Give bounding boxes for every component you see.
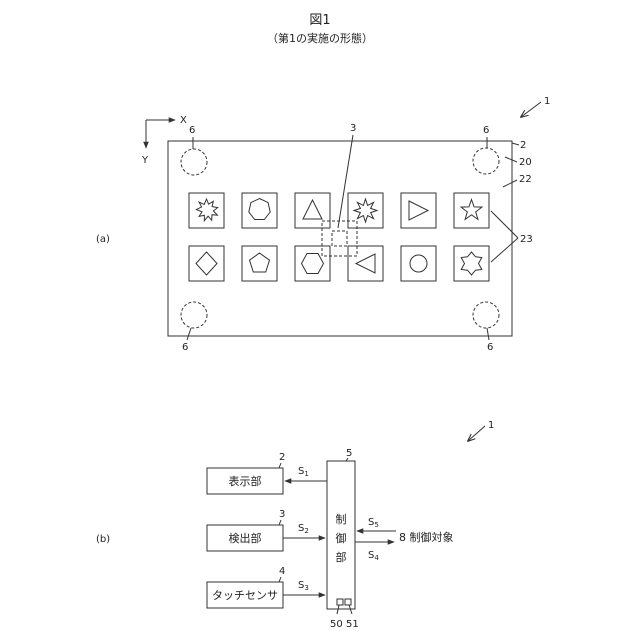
control-unit-char-2: 御	[336, 531, 347, 545]
control-unit-char-3: 部	[336, 550, 347, 564]
figure-subtitle: （第1の実施の形態）	[267, 31, 373, 45]
control-unit-char-1: 制	[336, 513, 347, 526]
triangle-right-icon	[409, 201, 428, 220]
ref-23: 23	[520, 234, 533, 245]
part-a-label: (a)	[96, 234, 110, 245]
detect-unit-label: 検出部	[229, 531, 262, 545]
ref-4-b: 4	[279, 566, 285, 577]
pentagon-icon	[250, 253, 270, 272]
ref-6-bottom-right: 6	[487, 342, 493, 353]
icon-button-triangle-up[interactable]	[295, 193, 330, 228]
eight-point-star-icon	[354, 199, 377, 222]
corner-mark-bottom-left	[181, 302, 207, 328]
ref-6-top-right: 6	[483, 125, 489, 136]
display-unit-label: 表示部	[229, 474, 262, 488]
ref-50: 50	[330, 619, 343, 630]
ref-1-b-arrow	[468, 426, 485, 441]
ref-5-b: 5	[346, 448, 352, 459]
ref-3-b: 3	[279, 509, 285, 520]
circle-icon	[410, 255, 427, 272]
diamond-icon	[196, 252, 217, 275]
ref-3-a: 3	[350, 123, 356, 134]
five-point-star-icon	[461, 200, 482, 220]
icon-button-five-point-star[interactable]	[454, 193, 489, 228]
part-b-label: (b)	[96, 534, 110, 545]
corner-mark-bottom-right	[473, 302, 499, 328]
signal-s4-label: S4	[368, 550, 379, 562]
signal-s1-label: S1	[298, 466, 309, 478]
detection-region-inner	[332, 231, 347, 246]
icon-button-triangle-right[interactable]	[401, 193, 436, 228]
explosion-icon	[196, 199, 217, 221]
corner-mark-top-left	[181, 149, 207, 175]
display-panel	[168, 141, 512, 336]
memory-cell-50	[337, 599, 343, 605]
ref-2-b: 2	[279, 452, 285, 463]
corner-mark-top-right	[473, 148, 499, 174]
axis-y-label: Y	[141, 155, 149, 166]
icon-button-pentagon[interactable]	[242, 246, 277, 281]
ref-20: 20	[519, 157, 532, 168]
axis-x-label: X	[180, 115, 187, 126]
signal-s5-label: S5	[368, 517, 379, 529]
icon-button-eight-point-star[interactable]	[348, 193, 383, 228]
heptagon-icon	[249, 199, 270, 220]
icon-button-triangle-left[interactable]	[348, 246, 383, 281]
ref-1-a-arrow	[521, 102, 541, 117]
figure-title: 図1	[309, 13, 330, 28]
signal-s3-label: S3	[298, 580, 309, 592]
ref-6-top-left: 6	[189, 125, 195, 136]
triangle-up-icon	[303, 200, 322, 219]
ref-22: 22	[519, 174, 532, 185]
icon-button-heptagon[interactable]	[242, 193, 277, 228]
ref-1-a: 1	[544, 96, 550, 107]
detection-region-outer	[322, 221, 357, 256]
signal-s2-label: S2	[298, 523, 309, 535]
ref-51: 51	[346, 619, 359, 630]
icon-button-hexagon[interactable]	[295, 246, 330, 281]
icon-button-diamond[interactable]	[189, 246, 224, 281]
touch-sensor-label: タッチセンサ	[212, 589, 278, 602]
hexagon-icon	[302, 254, 324, 274]
icon-button-circle[interactable]	[401, 246, 436, 281]
ref-1-b: 1	[488, 420, 494, 431]
triangle-left-icon	[356, 254, 375, 273]
ref-6-bottom-left: 6	[182, 342, 188, 353]
control-target-label: 8 制御対象	[399, 530, 454, 544]
icon-button-explosion[interactable]	[189, 193, 224, 228]
memory-cell-51	[345, 599, 351, 605]
icon-button-six-point-star[interactable]	[454, 246, 489, 281]
six-point-star-icon	[461, 252, 482, 275]
ref-2: 2	[520, 140, 526, 151]
